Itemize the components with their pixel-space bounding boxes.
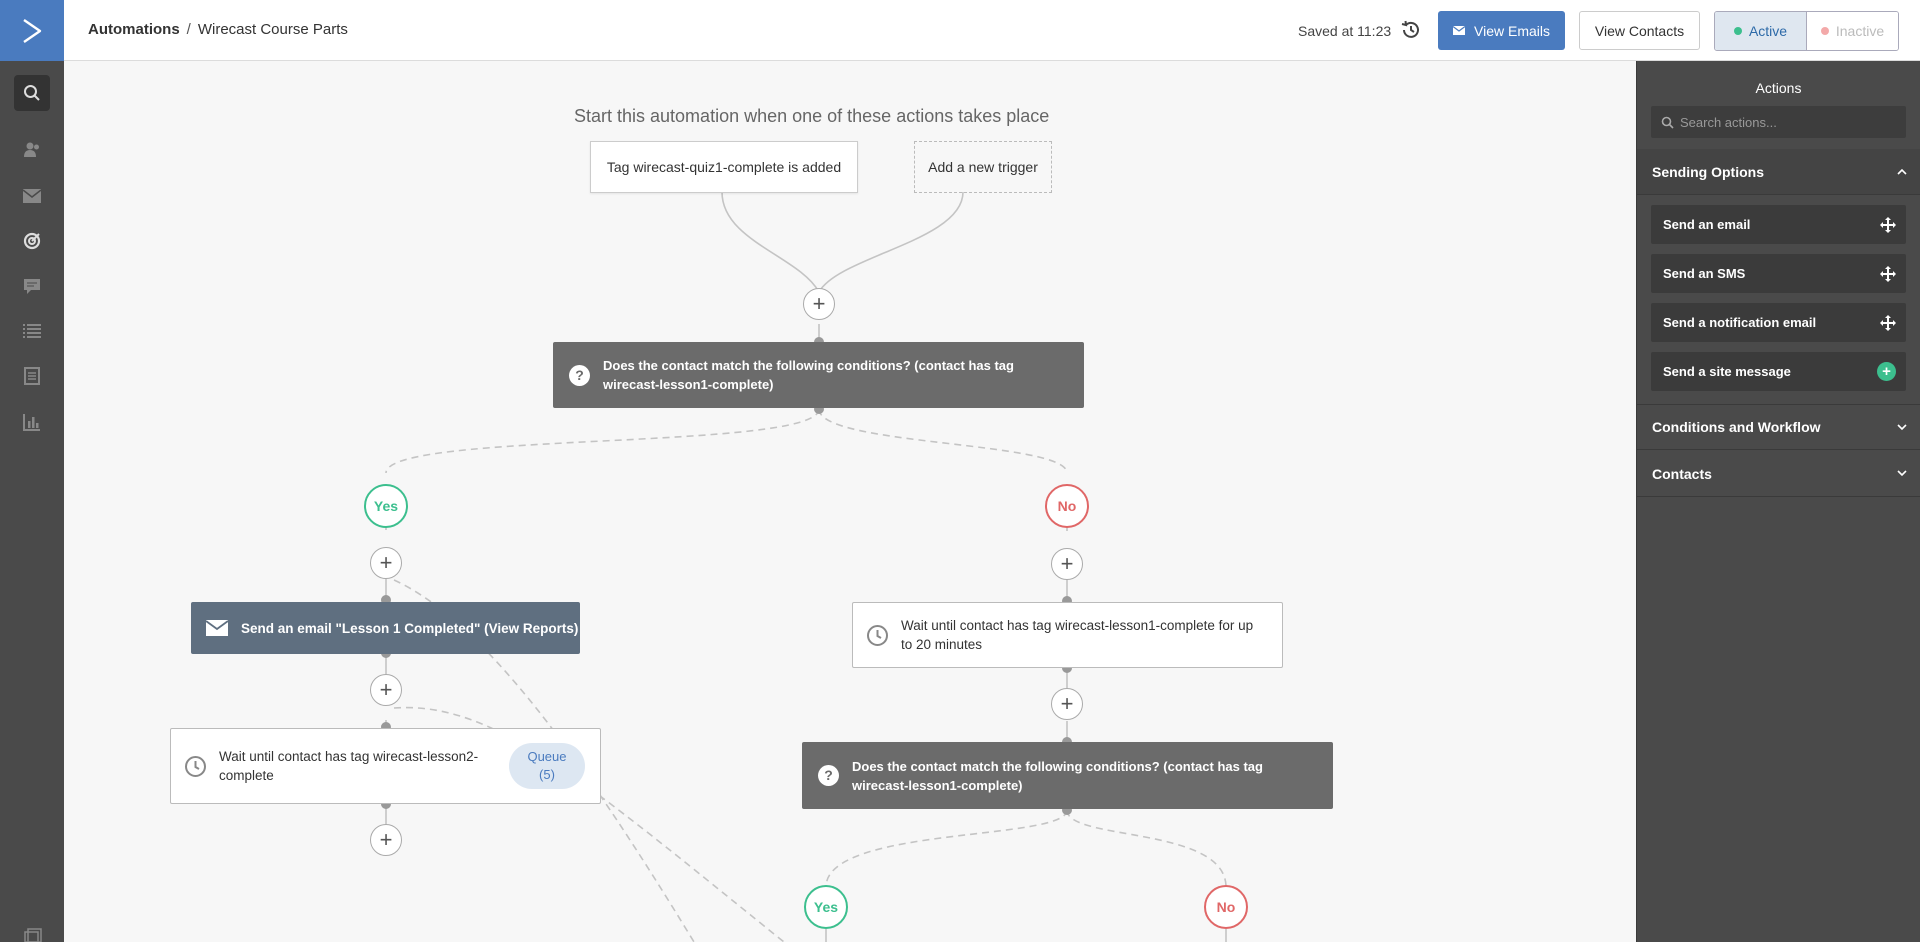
actions-panel-title: Actions [1755, 80, 1802, 96]
search-icon[interactable] [14, 75, 50, 111]
automation-canvas[interactable]: Start this automation when one of these … [64, 61, 1636, 942]
condition-node-2[interactable]: ? Does the contact match the following c… [802, 742, 1333, 809]
automations-icon[interactable] [14, 223, 50, 259]
action-send-email[interactable]: Send an email [1651, 205, 1906, 244]
left-nav [0, 0, 64, 942]
add-step-button[interactable]: + [370, 824, 402, 856]
reports-icon[interactable] [14, 404, 50, 440]
action-send-notification[interactable]: Send a notification email [1651, 303, 1906, 342]
contacts-icon[interactable] [14, 132, 50, 168]
collapse-icon[interactable] [24, 928, 42, 942]
action-send-site-message-label: Send a site message [1663, 364, 1791, 379]
add-step-button[interactable]: + [1051, 548, 1083, 580]
question-icon: ? [818, 765, 839, 786]
history-icon[interactable] [1400, 19, 1422, 41]
yes-branch-label: Yes [364, 484, 408, 528]
logo-chevron-icon [23, 18, 42, 43]
status-inactive-label: Inactive [1835, 23, 1885, 39]
section-sending-options-label: Sending Options [1652, 163, 1764, 180]
actions-search-placeholder: Search actions... [1680, 114, 1777, 130]
section-conditions-workflow-label: Conditions and Workflow [1652, 419, 1821, 435]
trigger-tag-added[interactable]: Tag wirecast-quiz1-complete is added [590, 141, 858, 193]
chevron-up-icon [1897, 168, 1907, 175]
breadcrumb-root-link[interactable]: Automations [88, 21, 180, 38]
queue-badge[interactable]: Queue (5) [509, 743, 585, 789]
add-plus-icon: + [1877, 362, 1896, 381]
actions-search[interactable]: Search actions... [1651, 106, 1906, 138]
section-sending-options[interactable]: Sending Options [1637, 149, 1920, 195]
breadcrumb: Automations / Wirecast Course Parts [88, 21, 348, 38]
status-active-label: Active [1748, 23, 1788, 39]
clock-icon [185, 755, 206, 777]
add-step-button[interactable]: + [370, 674, 402, 706]
section-conditions-workflow[interactable]: Conditions and Workflow [1637, 404, 1920, 450]
view-emails-button[interactable]: View Emails [1438, 11, 1565, 50]
add-step-button[interactable]: + [803, 288, 835, 320]
section-contacts-label: Contacts [1652, 465, 1712, 482]
envelope-icon [1453, 26, 1465, 35]
move-icon [1880, 265, 1896, 282]
add-step-button[interactable]: + [370, 547, 402, 579]
start-label: Start this automation when one of these … [574, 106, 1050, 126]
search-icon [1661, 116, 1674, 129]
lists-icon[interactable] [14, 313, 50, 349]
action-send-sms-label: Send an SMS [1663, 266, 1746, 281]
add-trigger-button[interactable]: Add a new trigger [914, 141, 1052, 193]
condition-node-1-text: Does the contact match the following con… [603, 358, 1014, 392]
queue-label: Queue [527, 749, 567, 764]
breadcrumb-separator: / [186, 21, 191, 38]
question-icon: ? [569, 364, 590, 386]
breadcrumb-current: Wirecast Course Parts [197, 21, 348, 38]
send-email-node-text: Send an email "Lesson 1 Completed" (View… [241, 620, 579, 636]
section-contacts[interactable]: Contacts [1637, 451, 1920, 497]
move-icon [1880, 314, 1896, 331]
forms-icon[interactable] [14, 358, 50, 394]
chevron-down-icon [1897, 423, 1907, 430]
top-header: Automations / Wirecast Course Parts Saved … [64, 0, 1920, 61]
envelope-icon [206, 620, 228, 636]
yes-branch-label: Yes [804, 885, 848, 929]
move-icon [1880, 216, 1896, 233]
view-contacts-button[interactable]: View Contacts [1579, 11, 1700, 50]
active-dot-icon [1733, 27, 1742, 35]
action-send-sms[interactable]: Send an SMS [1651, 254, 1906, 293]
no-branch-label: No [1204, 885, 1248, 929]
app-logo[interactable] [0, 0, 64, 61]
condition-node-2-text: Does the contact match the following con… [852, 758, 1263, 793]
wait-node-right[interactable]: Wait until contact has tag wirecast-less… [852, 602, 1283, 668]
inactive-dot-icon [1820, 27, 1829, 35]
chevron-down-icon [1897, 470, 1907, 477]
queue-count: (5) [539, 767, 555, 782]
status-inactive-option[interactable]: Inactive [1807, 12, 1898, 50]
action-send-site-message[interactable]: Send a site message + [1651, 352, 1906, 391]
conversations-icon[interactable] [14, 268, 50, 304]
wait-node-right-text: Wait until contact has tag wirecast-less… [901, 618, 1254, 652]
no-branch-label: No [1045, 484, 1089, 528]
action-send-notification-label: Send a notification email [1663, 315, 1817, 330]
add-step-button[interactable]: + [1051, 688, 1083, 720]
saved-status: Saved at 11:23 [1298, 23, 1392, 39]
campaigns-icon[interactable] [14, 178, 50, 214]
status-toggle: Active Inactive [1714, 11, 1899, 51]
condition-node-1[interactable]: ? Does the contact match the following c… [553, 342, 1084, 408]
send-email-node[interactable]: Send an email "Lesson 1 Completed" (View… [191, 602, 580, 654]
status-active-option[interactable]: Active [1715, 12, 1807, 50]
actions-panel: Actions Search actions... Sending Option… [1636, 61, 1920, 942]
workflow-connectors [381, 191, 1227, 942]
wait-node-left-text: Wait until contact has tag wirecast-less… [219, 749, 479, 783]
clock-icon [867, 624, 888, 646]
view-emails-label: View Emails [1474, 22, 1550, 39]
action-send-email-label: Send an email [1663, 217, 1751, 232]
